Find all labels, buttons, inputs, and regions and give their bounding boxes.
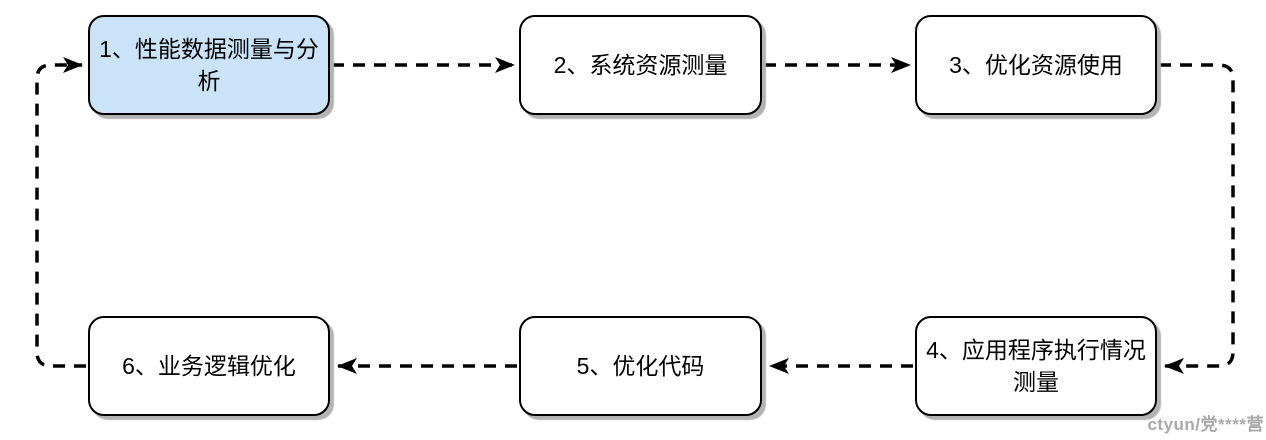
node-label: 2、系统资源测量 — [553, 52, 728, 78]
node-app-execution-measurement: 4、应用程序执行情况 测量 — [915, 316, 1157, 416]
edge-3-to-4 — [1159, 63, 1235, 374]
node-label: 5、优化代码 — [576, 353, 705, 379]
node-label: 3、优化资源使用 — [949, 52, 1123, 78]
node-label: 1、性能数据测量与分 析 — [99, 36, 319, 94]
node-performance-measurement-analysis: 1、性能数据测量与分 析 — [88, 15, 330, 115]
node-business-logic-optimization: 6、业务逻辑优化 — [88, 316, 330, 416]
node-optimize-code: 5、优化代码 — [519, 316, 762, 416]
node-label: 4、应用程序执行情况 测量 — [926, 337, 1146, 395]
node-label: 6、业务逻辑优化 — [122, 353, 296, 379]
node-optimize-resource-usage: 3、优化资源使用 — [915, 15, 1157, 115]
watermark-text: ctyun/党****营 — [1147, 415, 1264, 434]
node-system-resource-measurement: 2、系统资源测量 — [519, 15, 762, 115]
edge-6-to-1 — [35, 57, 86, 368]
